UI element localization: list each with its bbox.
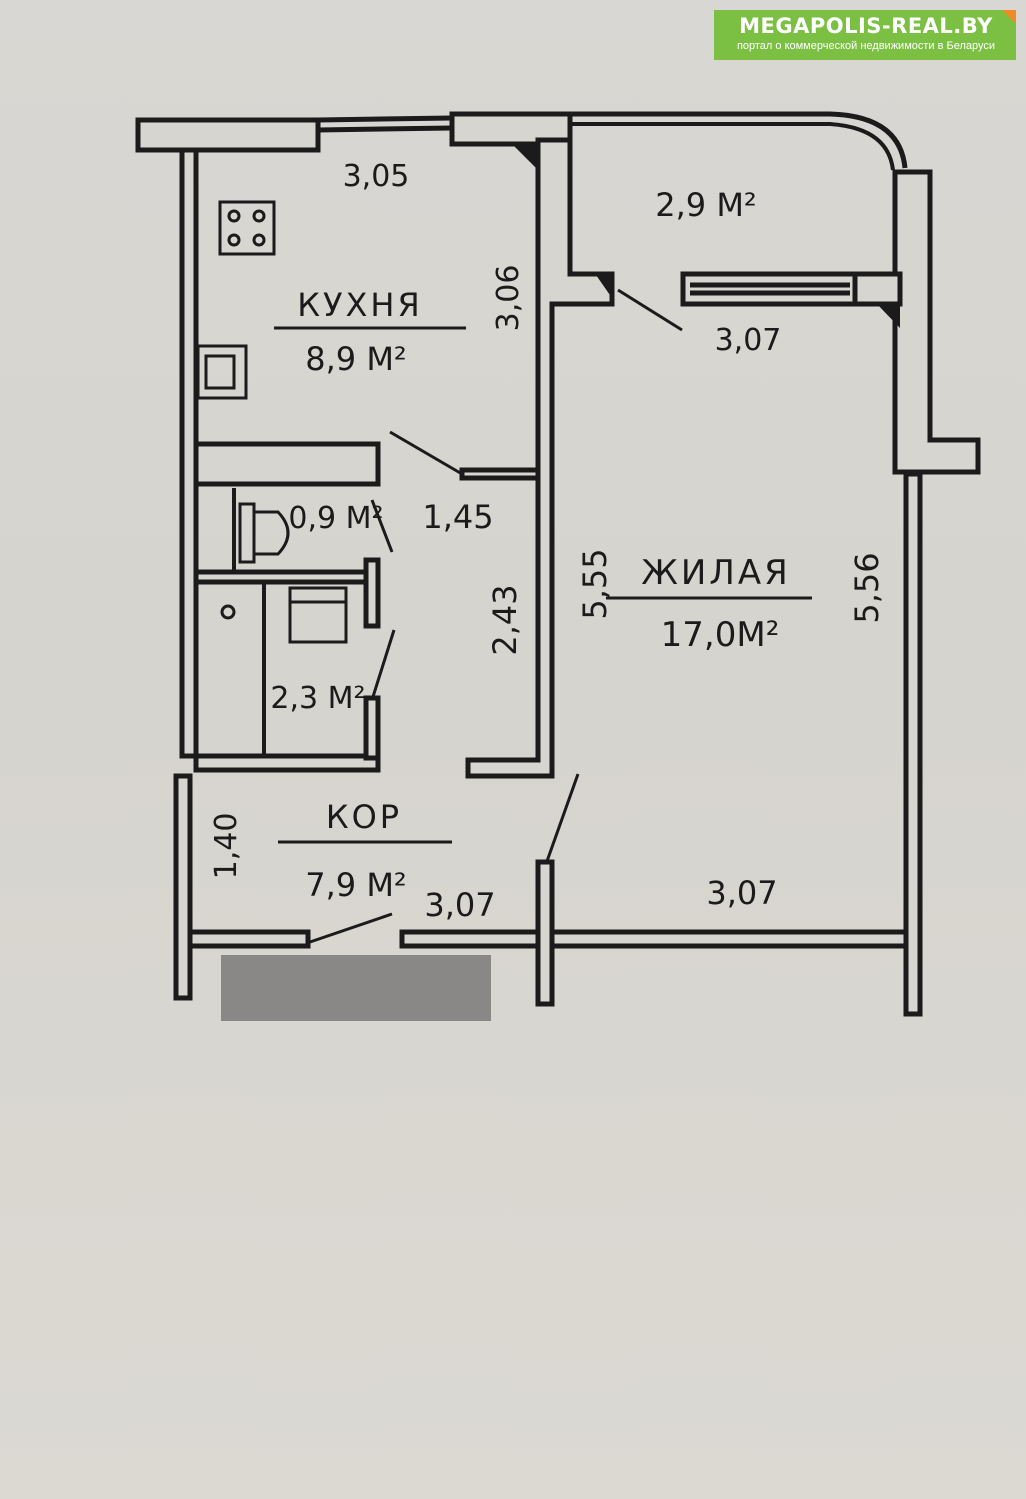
dim-living-bottom: 3,07 <box>706 874 777 912</box>
door-swing-living <box>544 773 580 865</box>
wall-toilet-door-stub <box>363 557 381 629</box>
wall-balcony-right <box>852 271 903 307</box>
brand-title: MEGAPOLIS-REAL.BY <box>739 14 993 38</box>
wall-corridor-bottom-left <box>187 929 311 949</box>
door-swing-kitchen <box>389 430 463 476</box>
dim-corridor-width: 3,07 <box>424 886 495 924</box>
door-swing-toilet <box>370 499 394 553</box>
dim-kitchen-top: 3,05 <box>343 159 410 194</box>
wall-kitchen-right <box>465 137 615 779</box>
brand-corner-icon <box>1002 10 1016 24</box>
brand-subtitle: портал о коммерческой недвижимости в Бел… <box>736 40 996 52</box>
wall-corridor-bottom-right <box>399 929 541 949</box>
kitchen-name: КУХНЯ <box>297 286 422 324</box>
bathtub-icon <box>220 586 348 644</box>
kitchen-area: 8,9 М² <box>305 340 407 378</box>
corridor-area: 7,9 М² <box>305 866 407 904</box>
balcony-arc <box>570 111 908 169</box>
stove-icon <box>218 200 276 256</box>
living-area: 17,0М² <box>661 615 780 655</box>
dim-kitchen-side: 3,06 <box>491 265 526 332</box>
bath-area: 2,3 М² <box>270 681 365 716</box>
door-swing-bath <box>370 629 396 701</box>
dim-balcony-bottom: 3,07 <box>715 323 782 358</box>
wall-left-lower <box>173 773 193 1001</box>
sink-icon <box>196 344 248 400</box>
door-swing-entrance <box>309 912 393 944</box>
dim-corridor-height: 1,40 <box>209 813 244 880</box>
wall-bath-door-stub <box>363 695 381 761</box>
kitchen-partition <box>193 441 381 487</box>
wall-toilet-bottom <box>193 569 369 585</box>
dim-hall-width: 1,45 <box>422 498 493 536</box>
balcony-window <box>680 271 858 307</box>
toilet-icon <box>238 502 290 564</box>
wall-bath-bottom <box>193 753 381 773</box>
dim-living-right: 5,56 <box>848 552 886 623</box>
wall-living-bottom <box>549 929 909 949</box>
kitchen-door-stub <box>459 467 541 481</box>
toilet-area: 0,9 М² <box>288 501 383 536</box>
dim-living-left: 5,55 <box>576 548 614 619</box>
brand-badge[interactable]: MEGAPOLIS-REAL.BY портал о коммерческой … <box>714 10 1016 60</box>
corridor-name: КОР <box>326 798 402 836</box>
wall-living-stub <box>535 859 555 1007</box>
dim-bath-height: 2,43 <box>486 584 524 655</box>
wall-top-left <box>135 117 321 153</box>
wall-right <box>903 471 923 1017</box>
balcony-area: 2,9 М² <box>655 186 757 224</box>
redaction-block <box>221 955 491 1021</box>
door-swing-balcony <box>617 288 683 332</box>
wall-right-upper <box>892 169 981 475</box>
living-name: ЖИЛАЯ <box>641 553 791 593</box>
